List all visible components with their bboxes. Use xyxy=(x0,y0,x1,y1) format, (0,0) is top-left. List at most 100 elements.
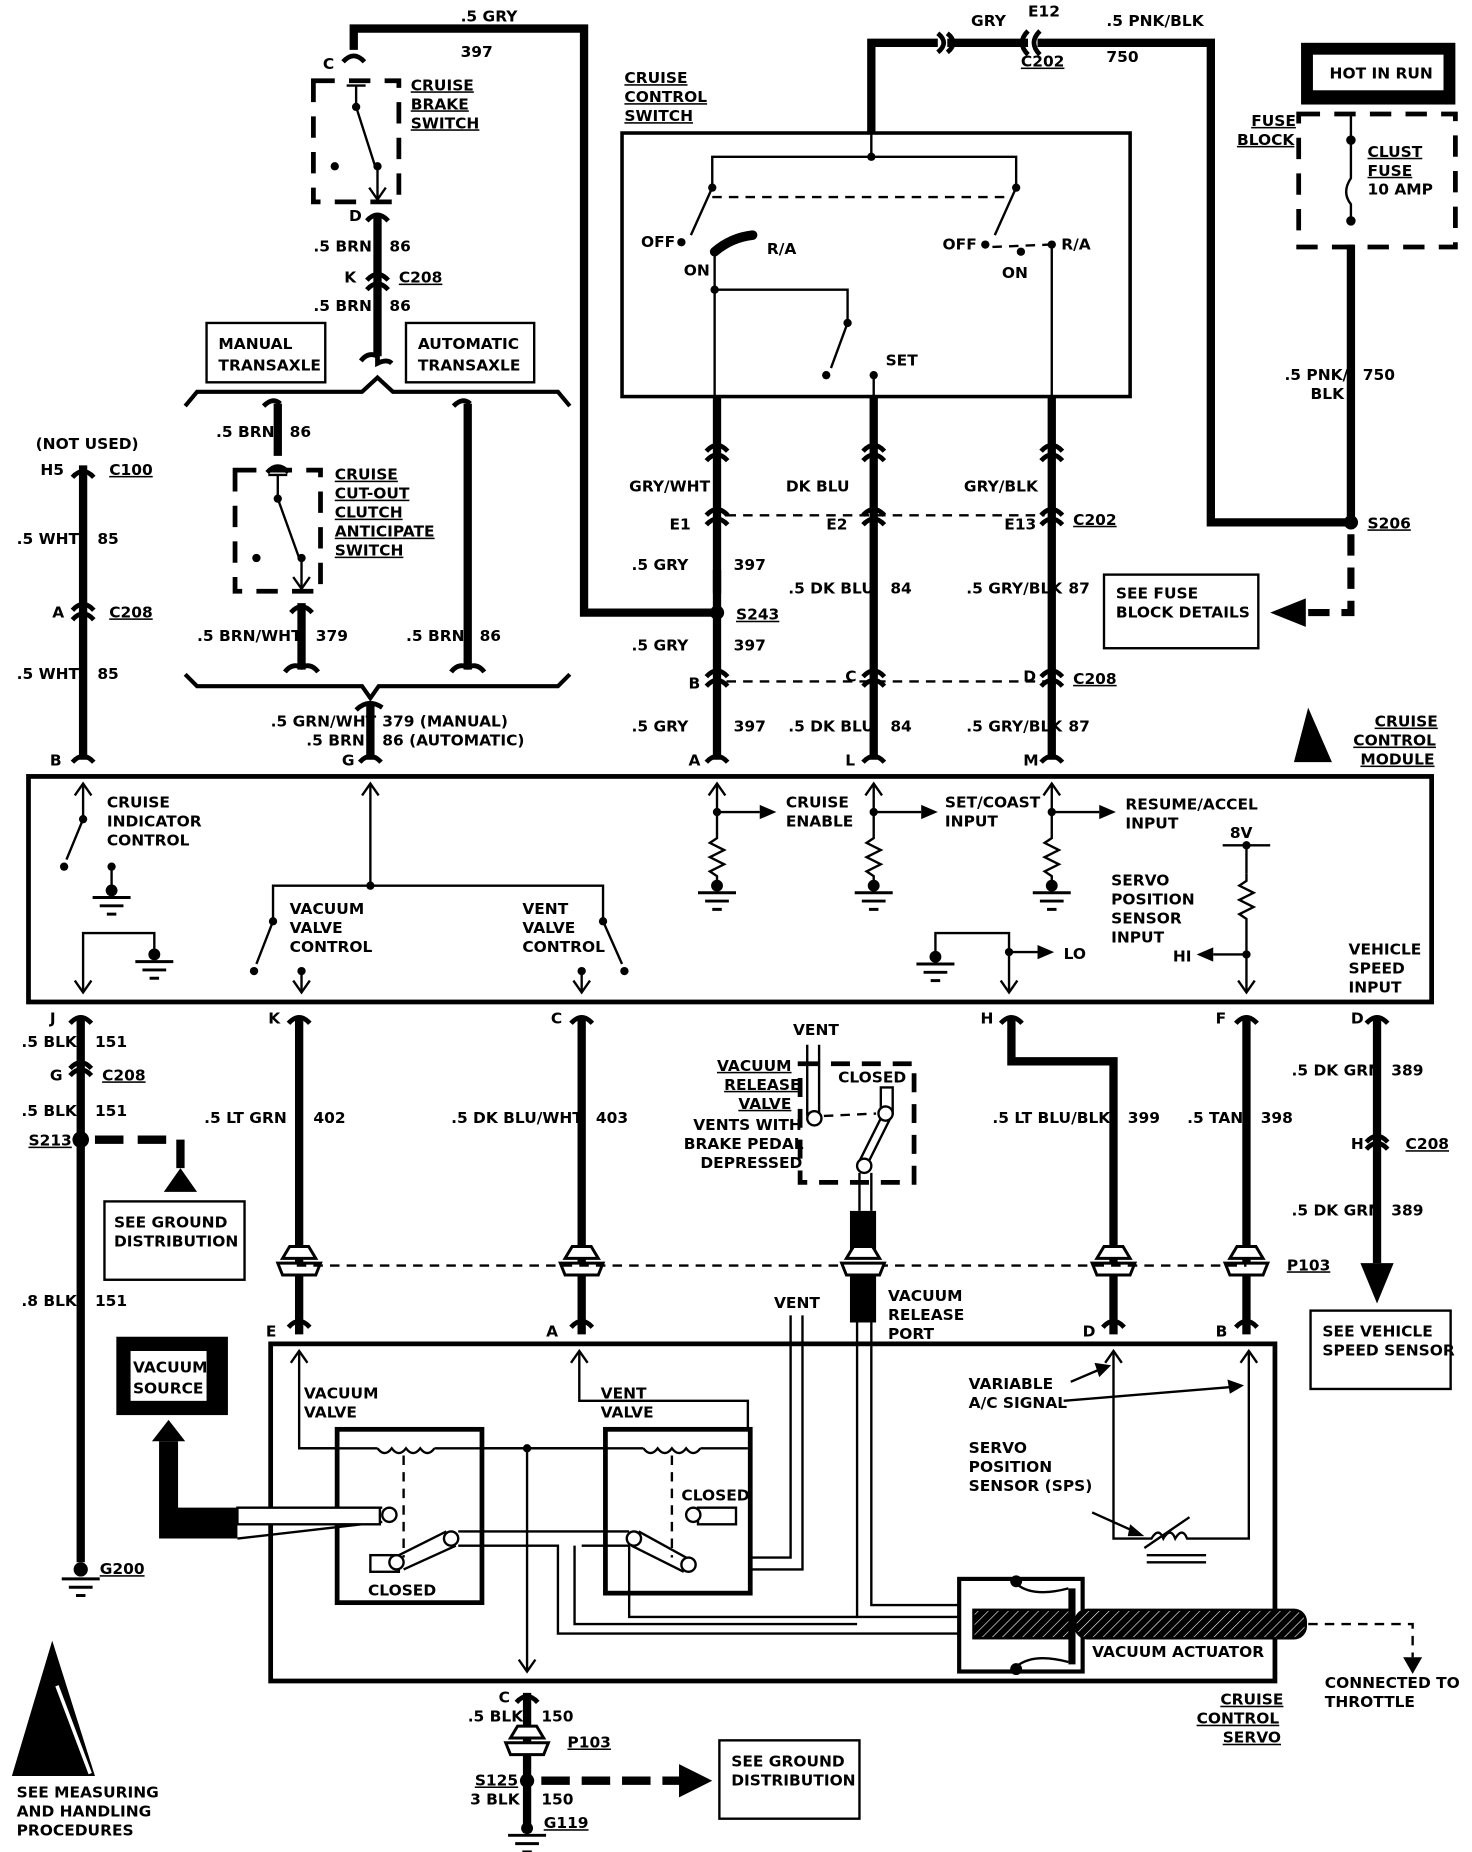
module-label: VEHICLE xyxy=(1349,940,1422,958)
sps-label: POSITION xyxy=(969,1458,1053,1476)
module-label: SET/COAST xyxy=(945,793,1041,811)
throttle-label: THROTTLE xyxy=(1325,1693,1415,1711)
sps-label: SENSOR (SPS) xyxy=(969,1477,1093,1495)
see-fuse-block-details[interactable]: SEE FUSE xyxy=(1116,584,1198,602)
automatic-transaxle-label: TRANSAXLE xyxy=(418,356,521,374)
see-fuse-block-details[interactable]: BLOCK DETAILS xyxy=(1116,603,1250,621)
pin-label: A xyxy=(546,1323,558,1341)
circuit-number: 397 xyxy=(734,717,766,735)
transaxle-labels: MANUAL TRANSAXLE AUTOMATIC TRANSAXLE xyxy=(183,321,572,408)
circuit-number: 379 (MANUAL) xyxy=(382,713,508,731)
pin-label: A xyxy=(52,603,64,621)
see-vehicle-speed-sensor[interactable]: SPEED SENSOR xyxy=(1322,1342,1454,1360)
wire-label: .5 WHT xyxy=(17,530,80,548)
pin-label: G xyxy=(50,1066,63,1084)
note-label: VENTS WITH xyxy=(693,1116,802,1134)
pin-label: L xyxy=(845,752,855,770)
top-gry-wire: .5 GRY 397 xyxy=(349,7,719,617)
vacuum-source-label: SOURCE xyxy=(133,1380,203,1398)
connector-label: C100 xyxy=(109,461,153,479)
connector-label: C208 xyxy=(1073,670,1117,688)
vent-label: VENT xyxy=(793,1021,839,1039)
servo-ground-wire: C .5 BLK 150 P103 S125 SEE GROUND DISTRI… xyxy=(468,1688,861,1852)
wire-label: .5 GRY xyxy=(461,7,519,25)
component-title: CONTROL xyxy=(624,88,707,106)
cruise-brake-switch: C CRUISE BRAKE SWITCH D .5 BRN 86 K C208… xyxy=(311,55,479,368)
wire-label: .5 GRN/WHT xyxy=(271,713,377,731)
component-title: VALVE xyxy=(738,1095,791,1113)
module-label: INPUT xyxy=(1349,978,1402,996)
circuit-number: 403 xyxy=(596,1109,628,1127)
circuit-number: 389 xyxy=(1391,1062,1423,1080)
circuit-number: 85 xyxy=(97,665,118,683)
circuit-number: 397 xyxy=(734,556,766,574)
switch-position-label: ON xyxy=(1002,264,1028,282)
component-title: SWITCH xyxy=(335,542,404,560)
circuit-number: 750 xyxy=(1106,48,1138,66)
switch-position-label: OFF xyxy=(943,235,977,253)
wire-label: 3 BLK xyxy=(470,1790,521,1808)
connector-label: C202 xyxy=(1021,53,1065,71)
circuit-number: 84 xyxy=(890,717,912,735)
pin-label: E2 xyxy=(826,516,847,534)
voltage-label: 8V xyxy=(1230,824,1253,842)
see-ground-distribution[interactable]: SEE GROUND xyxy=(731,1752,844,1770)
fuse-label: CLUST xyxy=(1368,143,1423,161)
not-used-label: (NOT USED) xyxy=(36,435,139,453)
cruise-enable-input: CRUISE ENABLE xyxy=(696,782,853,911)
switch-position-label: ON xyxy=(684,261,710,279)
component-title: CLUTCH xyxy=(335,504,403,522)
wire-label: .5 BLK xyxy=(468,1707,525,1725)
throttle-label: CONNECTED TO xyxy=(1325,1674,1460,1692)
wire-label: .5 DK GRN xyxy=(1292,1202,1382,1220)
see-ground-distribution[interactable]: DISTRIBUTION xyxy=(731,1771,855,1789)
circuit-number: 151 xyxy=(95,1102,127,1120)
pin-label: E xyxy=(266,1323,277,1341)
pin-label: H5 xyxy=(40,461,64,479)
see-ground-distribution[interactable]: SEE GROUND xyxy=(114,1214,227,1232)
connector-label: C208 xyxy=(399,269,443,287)
component-label: VENT xyxy=(601,1384,647,1402)
vacuum-actuator-label: VACUUM ACTUATOR xyxy=(1092,1643,1264,1661)
component-title: CRUISE xyxy=(1375,713,1438,731)
wire-label: .5 PNK/BLK xyxy=(1106,12,1204,30)
circuit-number: 85 xyxy=(97,530,118,548)
wire-label: .5 BRN xyxy=(306,732,365,750)
circuit-number: 86 xyxy=(480,627,501,645)
pin-label: J xyxy=(49,1009,56,1027)
module-label: INDICATOR xyxy=(107,812,202,830)
pin-label: D xyxy=(1023,667,1036,685)
pin-label: C xyxy=(499,1688,510,1706)
wire-label: .5 PNK/ xyxy=(1284,366,1348,384)
fuse-block: HOT IN RUN FUSE BLOCK CLUST FUSE 10 AMP … xyxy=(1102,42,1458,650)
esd-note-text: PROCEDURES xyxy=(17,1821,134,1839)
wire-label: .5 DK GRN xyxy=(1292,1062,1382,1080)
see-ground-distribution[interactable]: DISTRIBUTION xyxy=(114,1233,238,1251)
circuit-number: 379 xyxy=(316,627,348,645)
esd-note-text: AND HANDLING xyxy=(17,1802,152,1820)
wire-label: .5 DK BLU/WHT xyxy=(451,1109,583,1127)
merged-transaxle-wire: .5 GRN/WHT 379 (MANUAL) .5 BRN 86 (AUTOM… xyxy=(183,672,572,770)
wire-label: .5 BRN xyxy=(216,423,275,441)
splice-label: S243 xyxy=(736,606,779,624)
component-title: RELEASE xyxy=(724,1076,800,1094)
circuit-number: 86 xyxy=(290,423,311,441)
circuit-number: 151 xyxy=(95,1292,127,1310)
wire-label: .5 BLK xyxy=(21,1102,78,1120)
ground-label: G119 xyxy=(544,1814,589,1832)
switch-position-label: SET xyxy=(886,352,919,370)
wire-label: .5 BRN xyxy=(406,627,465,645)
component-title: CRUISE xyxy=(1220,1691,1283,1709)
fuse-block-label: FUSE xyxy=(1251,112,1296,130)
wire-label: .5 GRY xyxy=(632,637,690,655)
see-vehicle-speed-sensor[interactable]: SEE VEHICLE xyxy=(1322,1323,1432,1341)
vehicle-speed-wire: D .5 DK GRN 389 H C208 .5 DK GRN 389 SEE… xyxy=(1292,1009,1455,1391)
ground-wire-151: J .5 BLK 151 G C208 .5 BLK 151 S213 SEE … xyxy=(21,1009,246,1598)
connector-label: C208 xyxy=(109,603,153,621)
port-label: VACUUM xyxy=(888,1287,963,1305)
cruise-cut-out-clutch-anticipate-switch: .5 BRN 86 CRUISE CUT-OUT CLUTCH ANTICIPA… xyxy=(197,398,435,674)
wire-label: .5 WHT xyxy=(17,665,80,683)
